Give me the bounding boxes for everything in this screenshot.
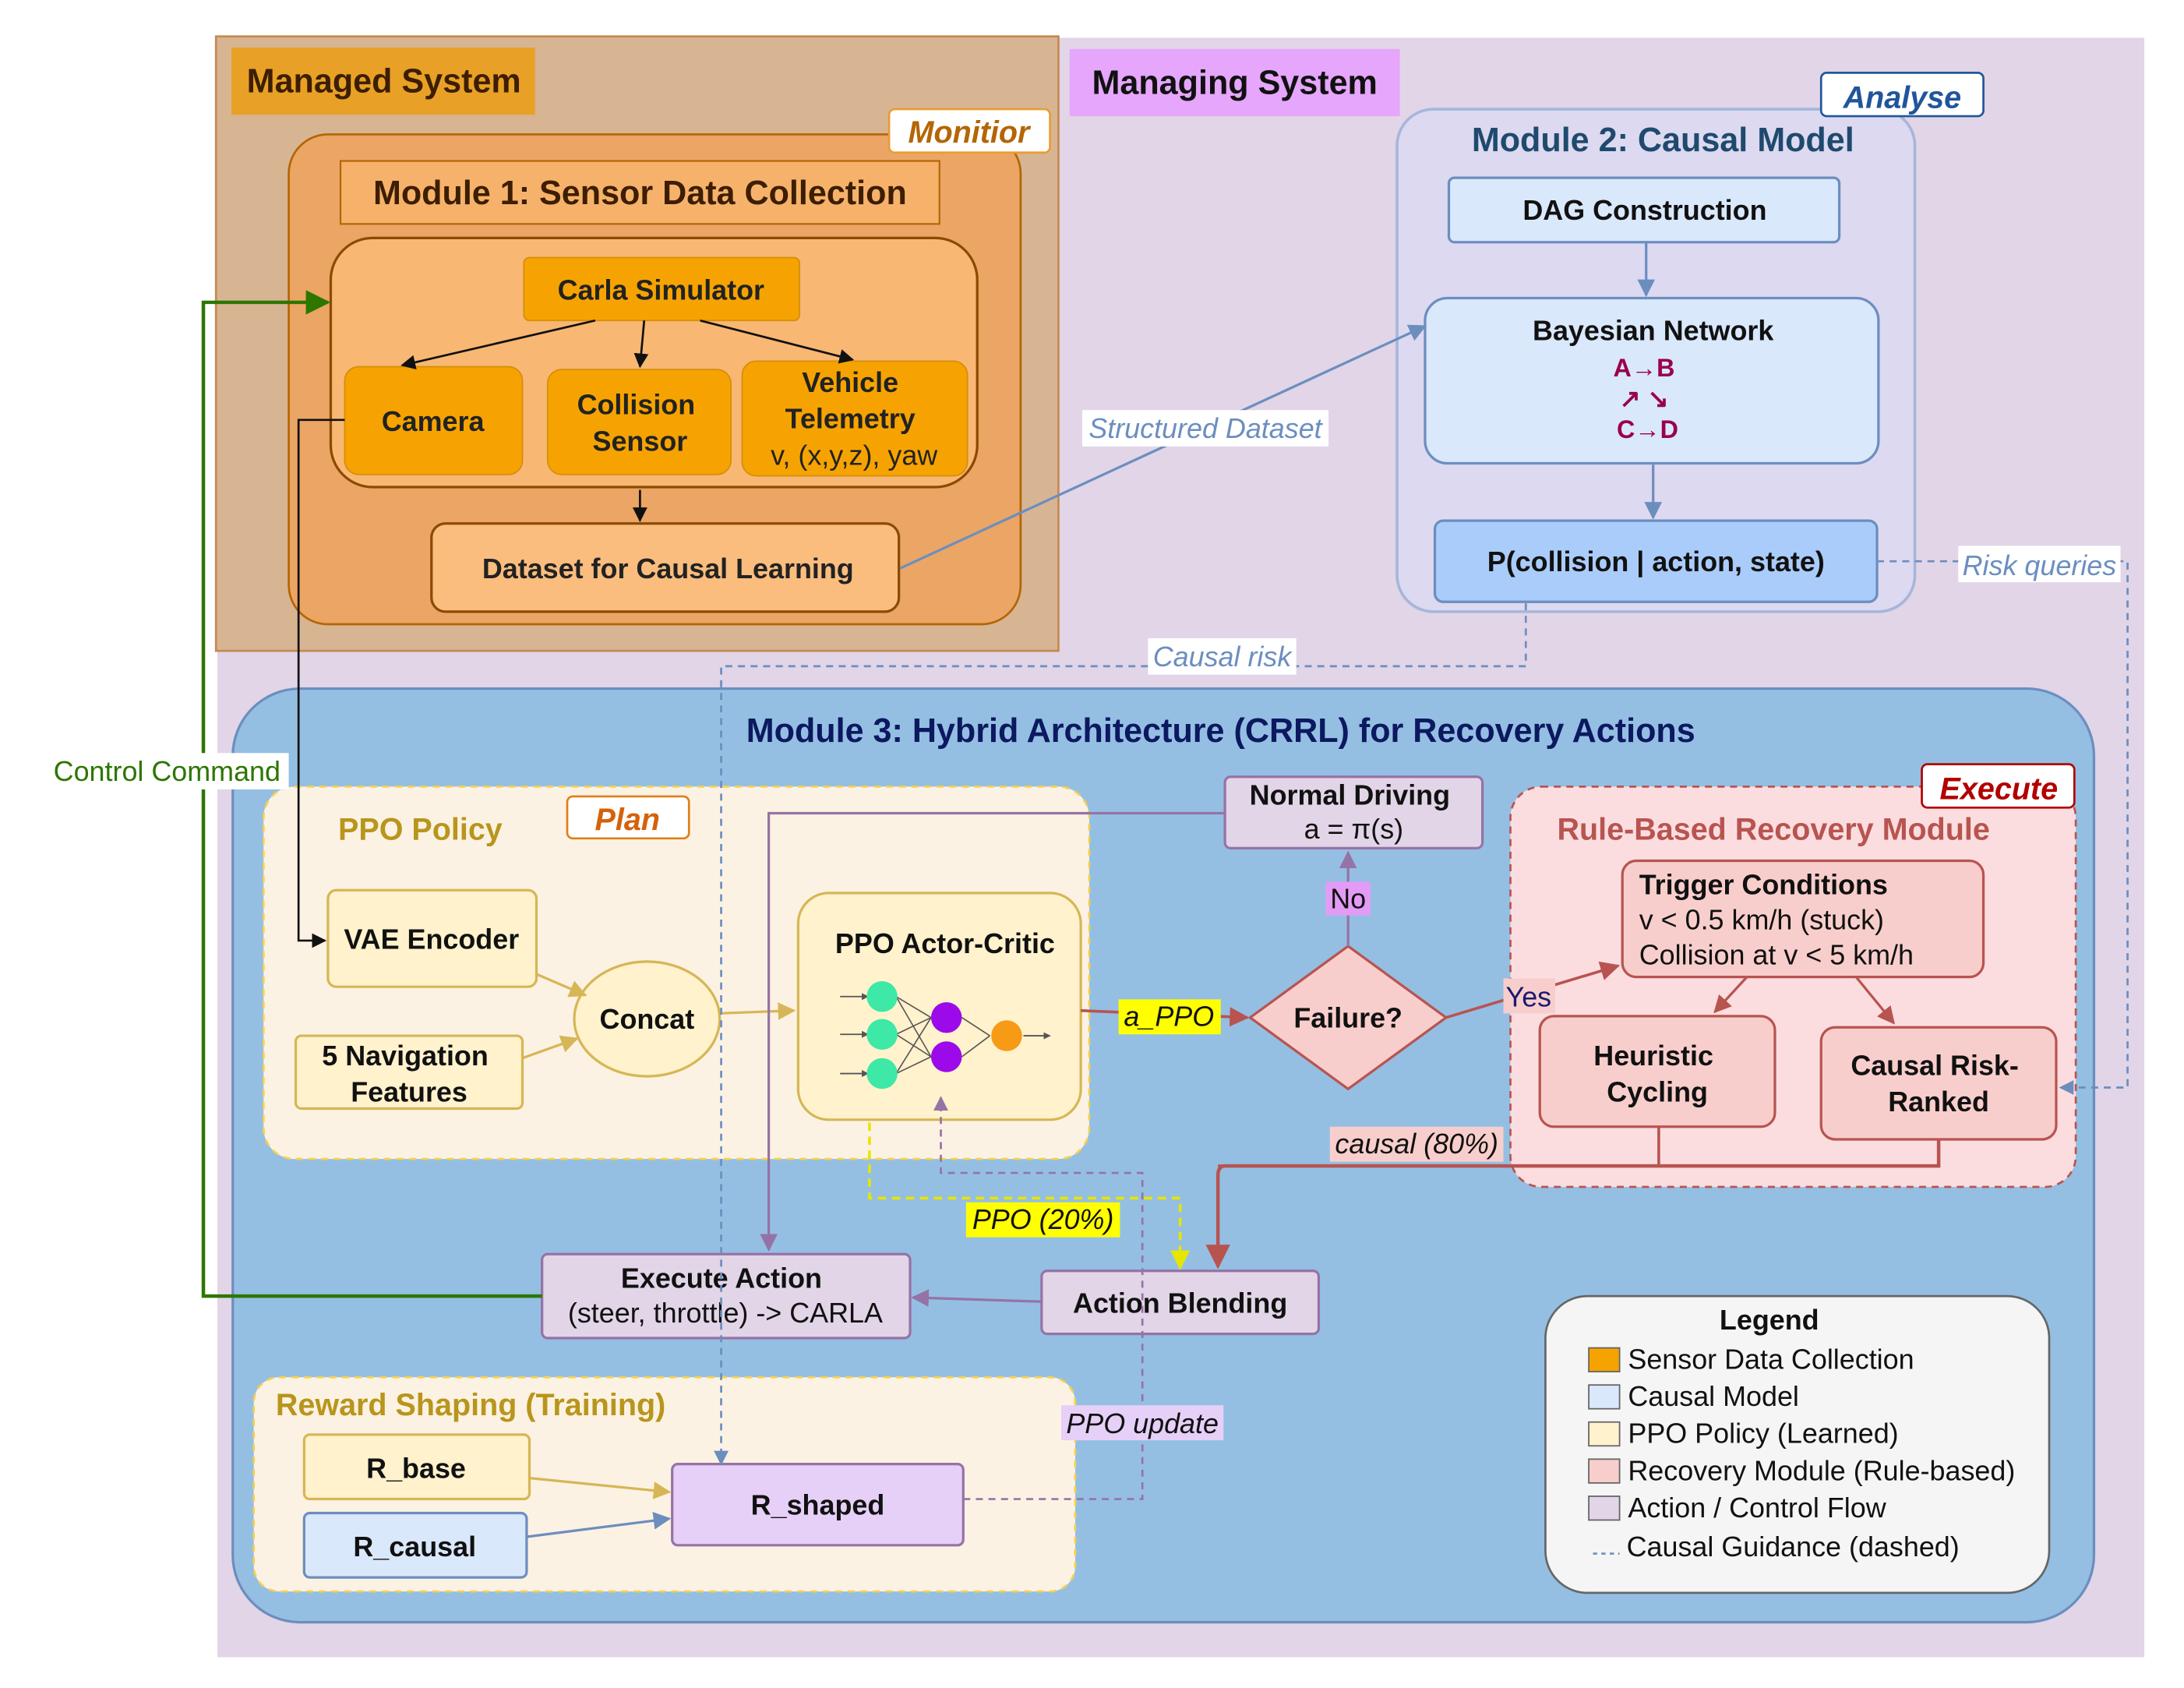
- carla-simulator-node: [523, 256, 801, 322]
- blending-to-execute-arrow: [911, 1289, 1042, 1307]
- legend-box: [1544, 1294, 2051, 1594]
- r-base-label: R_base: [366, 1453, 466, 1485]
- control-command-arrow: [201, 290, 542, 1298]
- bayesian-network-label: Bayesian Network: [1533, 314, 1773, 346]
- structured-dataset-arrow: [899, 324, 1427, 570]
- camera-label: Camera: [382, 405, 485, 437]
- failure-decision-label: Failure?: [1293, 1001, 1402, 1033]
- ppo-20-label: PPO (20%): [972, 1203, 1114, 1235]
- causal-risk-ranked-node: [1819, 1026, 2058, 1141]
- reward-shaping-title: Reward Shaping (Training): [276, 1388, 665, 1422]
- monitor-tag-label: Monitior: [909, 115, 1032, 150]
- camera-to-vae-arrow: [297, 418, 345, 948]
- managed-system-title-box: [231, 48, 535, 115]
- ppo-update-arrow: [933, 1096, 1144, 1500]
- module2-title: Module 2: Causal Model: [1472, 122, 1854, 159]
- neural-network-icon: [840, 981, 1051, 1089]
- vae-encoder-label: VAE Encoder: [344, 923, 519, 955]
- module3-title: Module 3: Hybrid Architecture (CRRL) for…: [746, 712, 1695, 750]
- bayesian-network-node: [1424, 296, 1880, 465]
- legend-item-label: Recovery Module (Rule-based): [1628, 1454, 2015, 1486]
- dag-construction-label: DAG Construction: [1522, 194, 1766, 226]
- vehicle-telemetry-label: Vehicle Telemetry v, (x,y,z), yaw: [771, 366, 938, 471]
- dataset-node: [430, 522, 901, 613]
- failure-decision-node: [1247, 945, 1448, 1091]
- module1-title-box: [339, 160, 940, 225]
- analyse-tag: [1819, 72, 1985, 118]
- normal-driving-node: [1223, 775, 1484, 850]
- r-causal-label: R_causal: [353, 1531, 476, 1563]
- dag-construction-node: [1447, 176, 1841, 244]
- action-blending-label: Action Blending: [1073, 1287, 1287, 1319]
- ppo-policy-title: PPO Policy: [338, 813, 503, 847]
- analyse-tag-label: Analyse: [1843, 80, 1962, 115]
- no-label: No: [1330, 883, 1366, 915]
- legend-swatch: [1588, 1384, 1621, 1410]
- causal-80-label: causal (80%): [1335, 1128, 1498, 1160]
- causal-risk-arrow: [714, 603, 1527, 1466]
- risk-queries-arrow: [1877, 560, 2129, 1095]
- normal-driving-label: Normal Driving a = π(s): [1250, 779, 1458, 845]
- normal-driving-to-execute-arrow: [760, 811, 1226, 1252]
- concat-label: Concat: [600, 1003, 695, 1035]
- ppo-actor-critic-label: PPO Actor-Critic: [835, 927, 1055, 959]
- heuristic-cycling-node: [1538, 1015, 1776, 1128]
- rule-based-title: Rule-Based Recovery Module: [1557, 813, 1989, 847]
- carla-simulator-label: Carla Simulator: [558, 274, 764, 305]
- action-blending-node: [1040, 1270, 1321, 1336]
- structured-dataset-label: Structured Dataset: [1088, 412, 1323, 444]
- navigation-features-node: [294, 1034, 524, 1111]
- yes-label: Yes: [1506, 980, 1552, 1012]
- r-base-node: [302, 1433, 531, 1501]
- managing-system-title: Managing System: [1092, 64, 1377, 101]
- control-command-label: Control Command: [54, 755, 280, 787]
- vehicle-telemetry-node: [741, 360, 969, 477]
- p-collision-label: P(collision | action, state): [1487, 546, 1825, 577]
- legend-swatch: [1588, 1347, 1621, 1372]
- execute-tag: [1921, 763, 2076, 809]
- legend-item-label: Causal Model: [1628, 1380, 1799, 1412]
- collision-sensor-label: Collision Sensor: [577, 389, 704, 457]
- legend-swatch: [1588, 1421, 1621, 1447]
- collision-sensor-node: [546, 369, 732, 475]
- heuristic-cycling-label: Heuristic Cycling: [1593, 1040, 1721, 1108]
- legend-item-label: Action / Control Flow: [1628, 1492, 1886, 1524]
- r-causal-node: [302, 1511, 528, 1579]
- legend-item-label: Sensor Data Collection: [1628, 1344, 1914, 1375]
- r-shaped-label: R_shaped: [751, 1488, 885, 1520]
- vae-encoder-node: [326, 888, 538, 988]
- navigation-features-label: 5 Navigation Features: [322, 1040, 496, 1108]
- execute-tag-label: Execute: [1940, 772, 2059, 807]
- plan-tag-label: Plan: [595, 803, 660, 837]
- legend-swatch: [1588, 1496, 1621, 1521]
- r-shaped-node: [671, 1463, 965, 1547]
- causal-80-arrow: [1205, 1139, 1941, 1270]
- managed-system-title: Managed System: [247, 63, 521, 101]
- ppo-update-label: PPO update: [1066, 1407, 1219, 1439]
- legend-title: Legend: [1720, 1304, 1819, 1336]
- concat-node: [573, 960, 722, 1078]
- monitor-tag: [887, 108, 1051, 154]
- causal-risk-ranked-label: Causal Risk- Ranked: [1851, 1049, 2027, 1118]
- a-ppo-label: a_PPO: [1124, 1000, 1214, 1032]
- managing-system-title-box: [1069, 48, 1400, 117]
- module1-title: Module 1: Sensor Data Collection: [373, 175, 907, 212]
- risk-queries-label: Risk queries: [1963, 549, 2117, 581]
- legend-item-label: PPO Policy (Learned): [1628, 1418, 1898, 1450]
- legend-dashed-label: Causal Guidance (dashed): [1627, 1531, 1960, 1563]
- ppo-20-arrow: [868, 1122, 1191, 1270]
- trigger-conditions-label: Trigger Conditions v < 0.5 km/h (stuck) …: [1639, 869, 1914, 971]
- causal-risk-label: Causal risk: [1153, 641, 1293, 673]
- legend-swatch: [1588, 1458, 1621, 1484]
- bayesian-graph-text: A→B ↗ ↘ C→D: [1614, 354, 1682, 443]
- dataset-label: Dataset for Causal Learning: [482, 553, 854, 584]
- trigger-conditions-node: [1621, 859, 1985, 979]
- plan-tag: [566, 795, 690, 840]
